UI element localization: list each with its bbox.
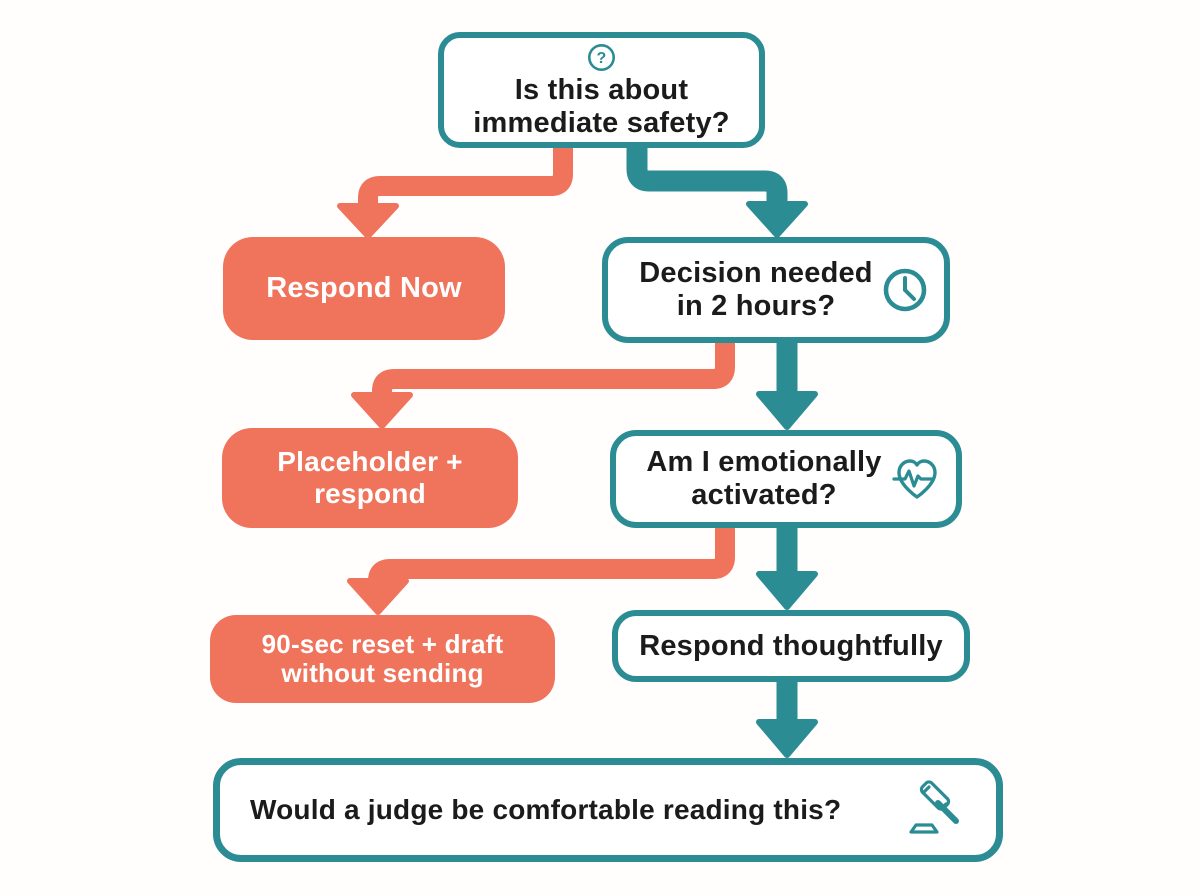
arrow-emotional-to-thoughtful: [756, 515, 818, 610]
node-label: Am I emotionally activated?: [646, 446, 882, 511]
node-label: Respond thoughtfully: [639, 629, 943, 662]
arrow-safety-to-two-hours: [626, 129, 808, 238]
arrow-two-hours-to-emotional: [756, 329, 818, 430]
arrow-thoughtful-to-judge: [756, 669, 818, 758]
node-judge-comfortable: Would a judge be comfortable reading thi…: [213, 758, 1003, 862]
node-placeholder-respond: Placeholder + respond: [222, 428, 518, 528]
node-label: Is this about immediate safety?: [473, 73, 730, 139]
svg-text:?: ?: [597, 50, 607, 67]
clock-icon: [883, 268, 927, 312]
arrow-safety-to-respond-now: [337, 130, 573, 239]
node-label: Placeholder + respond: [277, 446, 463, 509]
node-immediate-safety: ? Is this about immediate safety?: [438, 32, 765, 148]
node-90-sec-reset: 90-sec reset + draft without sending: [210, 615, 555, 703]
node-decision-2-hours: Decision needed in 2 hours?: [602, 237, 950, 343]
node-label: Would a judge be comfortable reading thi…: [250, 794, 842, 826]
arrow-emotional-to-reset: [347, 516, 735, 615]
node-respond-thoughtfully: Respond thoughtfully: [612, 610, 970, 682]
gavel-icon: [909, 780, 959, 834]
heart-pulse-icon: [892, 459, 937, 499]
node-respond-now: Respond Now: [223, 237, 505, 340]
node-label: Decision needed in 2 hours?: [639, 257, 873, 322]
question-circle-icon: ?: [588, 43, 615, 71]
node-label: Respond Now: [266, 272, 462, 305]
arrow-two-hours-to-placeholder: [351, 330, 735, 429]
node-label: 90-sec reset + draft without sending: [261, 628, 504, 688]
node-emotionally-activated: Am I emotionally activated?: [610, 430, 962, 528]
